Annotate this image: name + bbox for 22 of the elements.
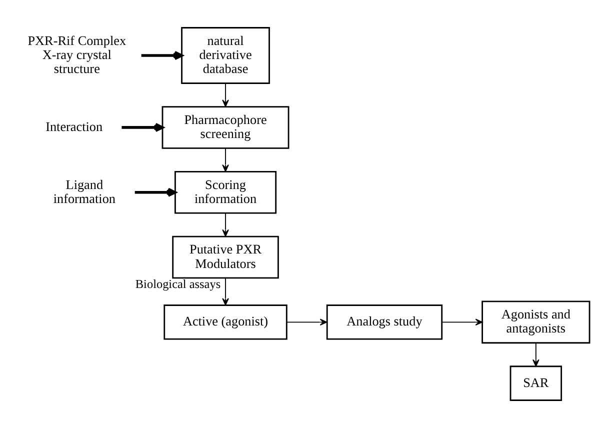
- node-text: Interaction: [46, 118, 103, 134]
- node-box: Analogs study: [326, 304, 443, 340]
- arrow: [222, 278, 229, 306]
- arrow: [141, 50, 183, 60]
- node-text: PXR-Rif Complex X-ray crystal structure: [28, 32, 126, 76]
- node-box: Pharmacophore screening: [162, 106, 290, 149]
- node-box: natural derivative database: [181, 27, 270, 84]
- node-box: SAR: [510, 366, 562, 401]
- node-box: Agonists and antagonists: [482, 300, 590, 344]
- node-box: Active (agonist): [164, 304, 288, 340]
- arrow: [222, 212, 229, 237]
- edge-label: Biological assays: [135, 276, 221, 291]
- arrow: [441, 318, 483, 326]
- arrow: [532, 342, 540, 367]
- arrow: [286, 318, 328, 326]
- arrow: [222, 82, 229, 108]
- node-box: Putative PXR Modulators: [172, 236, 279, 279]
- arrow: [134, 188, 176, 197]
- node-box: Scoring information: [174, 170, 277, 214]
- arrow: [222, 148, 229, 172]
- arrow: [122, 122, 164, 132]
- node-text: Ligand information: [53, 176, 116, 206]
